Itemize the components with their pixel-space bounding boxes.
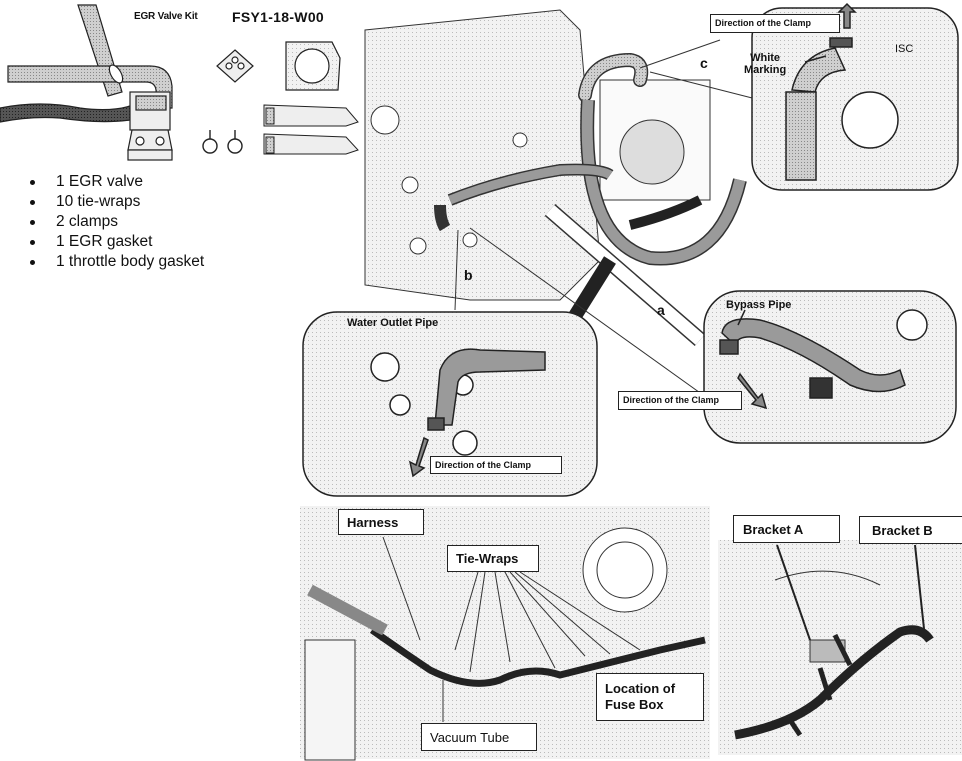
- callout-letter-b: b: [464, 267, 473, 283]
- bracket-b-label: Bracket B: [859, 516, 962, 544]
- callout-letter-a: a: [657, 302, 665, 318]
- egr-valve-illustration: [0, 4, 173, 161]
- kit-title: EGR Valve Kit: [134, 11, 198, 22]
- bracket-diagram: [718, 540, 962, 755]
- fuse-box-location-label: Location of Fuse Box: [596, 673, 704, 721]
- throttle-body-gasket-illustration: [285, 41, 341, 91]
- parts-list-item: 2 clamps: [28, 212, 204, 232]
- detail-c-direction-label: Direction of the Clamp: [710, 14, 840, 33]
- white-marking-label: White Marking: [744, 52, 787, 76]
- parts-list: 1 EGR valve 10 tie-wraps 2 clamps 1 EGR …: [28, 172, 204, 272]
- bracket-a-label: Bracket A: [733, 515, 840, 543]
- harness-label: Harness: [338, 509, 424, 535]
- detail-a-panel: [703, 290, 957, 444]
- isc-label: ISC: [895, 43, 914, 55]
- detail-b-panel: [302, 311, 598, 497]
- detail-c-panel: [751, 2, 959, 191]
- parts-list-item: 1 EGR valve: [28, 172, 204, 192]
- callout-letter-c: c: [700, 55, 708, 71]
- vacuum-tube-label: Vacuum Tube: [421, 723, 537, 751]
- water-outlet-pipe-label: Water Outlet Pipe: [347, 317, 439, 329]
- parts-list-item: 10 tie-wraps: [28, 192, 204, 212]
- bypass-pipe-label: Bypass Pipe: [726, 299, 792, 311]
- parts-list-item: 1 throttle body gasket: [28, 252, 204, 272]
- tie-wraps-illustration: [263, 104, 359, 155]
- egr-gasket-illustration: [216, 49, 254, 83]
- tie-wraps-label: Tie-Wraps: [447, 545, 539, 572]
- part-number: FSY1-18-W00: [232, 9, 324, 25]
- parts-list-item: 1 EGR gasket: [28, 232, 204, 252]
- engine-top-diagram: [364, 9, 761, 401]
- detail-a-direction-label: Direction of the Clamp: [618, 391, 742, 410]
- detail-b-direction-label: Direction of the Clamp: [430, 456, 562, 474]
- clamps-illustration: [202, 130, 243, 154]
